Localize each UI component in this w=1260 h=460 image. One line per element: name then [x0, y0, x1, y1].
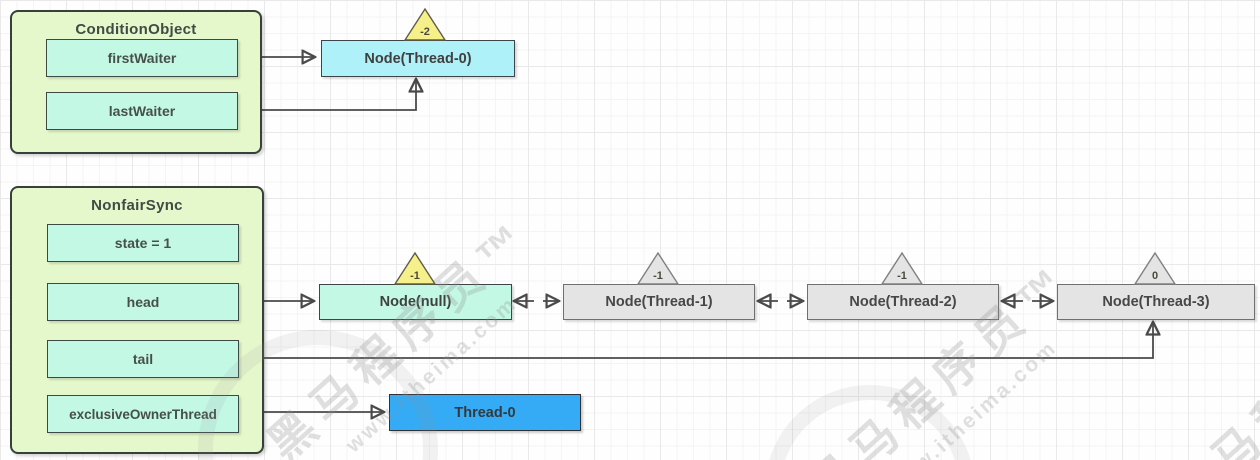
- field-tail: tail: [47, 340, 239, 378]
- waitstatus-badge-node-thread-3: 0: [1133, 251, 1177, 285]
- field-last-waiter: lastWaiter: [46, 92, 238, 130]
- waitstatus-badge-node-thread-2: -1: [880, 251, 924, 285]
- nonfair-sync-title: NonfairSync: [91, 197, 183, 214]
- field-head: head: [47, 283, 239, 321]
- field-state: state = 1: [47, 224, 239, 262]
- waitstatus-badge-node-thread-0: -2: [403, 7, 447, 41]
- node-thread-0: Node(Thread-0): [321, 40, 515, 77]
- node-null: Node(null): [319, 284, 512, 320]
- thread-0-box: Thread-0: [389, 394, 581, 431]
- waitstatus-badge-node-thread-1: -1: [636, 251, 680, 285]
- node-thread-1: Node(Thread-1): [563, 284, 755, 320]
- condition-object-title: ConditionObject: [75, 21, 197, 38]
- waitstatus-value: -2: [420, 26, 430, 38]
- arrow-lastwaiter-to-node0: [237, 80, 416, 111]
- waitstatus-value: -1: [410, 270, 420, 282]
- watermark-brand-text: 黑马程序员™: [797, 251, 1083, 460]
- waitstatus-value: 0: [1152, 270, 1158, 282]
- node-thread-2: Node(Thread-2): [807, 284, 999, 320]
- watermark-circle-right: [765, 385, 975, 460]
- node-thread-3: Node(Thread-3): [1057, 284, 1255, 320]
- condition-object-container: ConditionObject: [10, 10, 262, 154]
- watermark-url-text: www.itheima.com: [881, 335, 1062, 460]
- waitstatus-value: -1: [897, 270, 907, 282]
- field-first-waiter: firstWaiter: [46, 39, 238, 77]
- field-exclusive-owner-thread: exclusiveOwnerThread: [47, 395, 239, 433]
- watermark-url-text: www.itheima.com: [1243, 343, 1260, 460]
- watermark-center: 黑马程序员™ www.itheima.com: [791, 244, 1105, 460]
- waitstatus-badge-node-null: -1: [393, 251, 437, 285]
- arrow-tail-to-node3: [241, 323, 1153, 358]
- waitstatus-value: -1: [653, 270, 663, 282]
